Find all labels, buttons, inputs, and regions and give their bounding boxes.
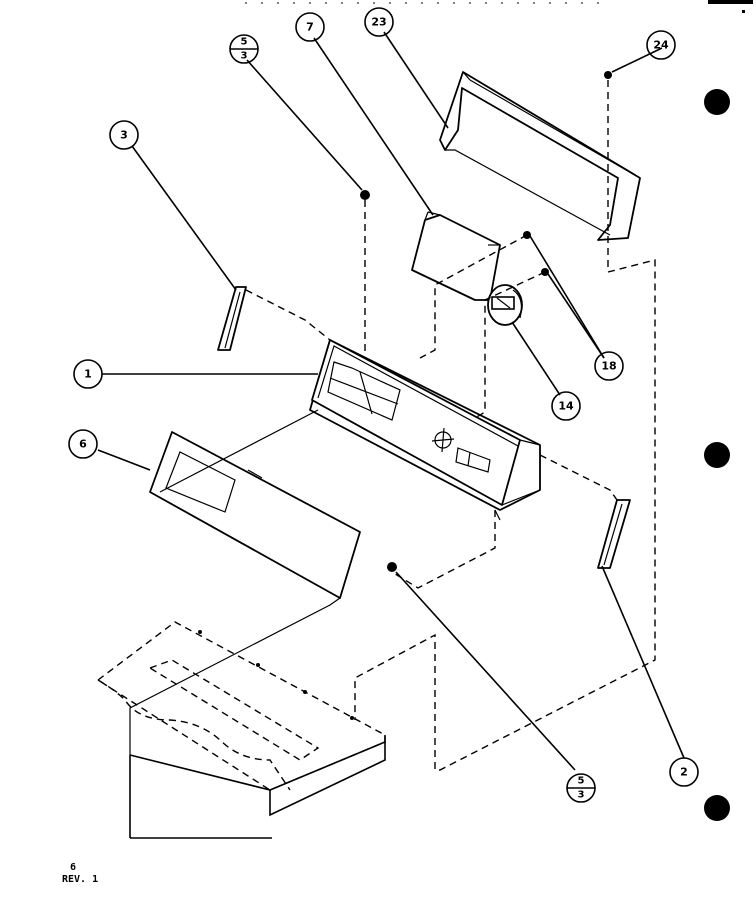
page-number: 6	[70, 862, 76, 873]
leader-lines	[97, 31, 685, 771]
callout-14: 14	[551, 391, 581, 421]
callout-18: 18	[594, 351, 624, 381]
callout-2: 2	[669, 757, 699, 787]
part-7-bracket	[411, 211, 501, 301]
revision-label: REV. 1	[62, 874, 98, 885]
assembly-lines	[129, 80, 656, 771]
callout-3: 3	[109, 120, 139, 150]
callout-5-bottom-denominator: 3	[578, 790, 585, 801]
part-14-knob	[487, 284, 523, 326]
screw-5-top	[360, 190, 370, 200]
part-3-left-end-cap	[217, 286, 247, 351]
scan-marks	[245, 0, 753, 13]
callout-1-label: 1	[84, 368, 92, 381]
callout-7-label: 7	[306, 21, 314, 34]
callout-5-bottom-numerator: 5	[578, 776, 585, 787]
screw-5-bottom	[387, 562, 397, 572]
callout-18-label: 18	[601, 360, 616, 373]
binder-hole-bottom	[704, 795, 730, 821]
part-1-control-console	[309, 339, 541, 511]
callout-5-over-3-bottom: 5 3	[566, 773, 596, 803]
part-6-overlay-panel	[149, 431, 361, 599]
part-23-rear-bracket	[439, 71, 641, 241]
callout-5-over-3-top: 5 3	[229, 34, 259, 64]
callout-1: 1	[73, 359, 103, 389]
callout-6-label: 6	[79, 438, 87, 451]
callout-23: 23	[364, 7, 394, 37]
callout-24-label: 24	[653, 39, 669, 52]
callout-5-top-numerator: 5	[241, 37, 248, 48]
part-2-right-end-cap	[597, 499, 631, 569]
binder-hole-top	[704, 89, 730, 115]
callout-7: 7	[295, 12, 325, 42]
screw-24	[604, 71, 612, 79]
callout-6: 6	[68, 429, 98, 459]
binder-hole-middle	[704, 442, 730, 468]
cabinet-top-base	[96, 621, 386, 839]
callout-24: 24	[646, 30, 676, 60]
callout-14-label: 14	[558, 400, 574, 413]
callout-5-top-denominator: 3	[241, 51, 248, 62]
callout-2-label: 2	[680, 766, 688, 779]
callout-23-label: 23	[371, 16, 386, 29]
callout-3-label: 3	[120, 129, 128, 142]
